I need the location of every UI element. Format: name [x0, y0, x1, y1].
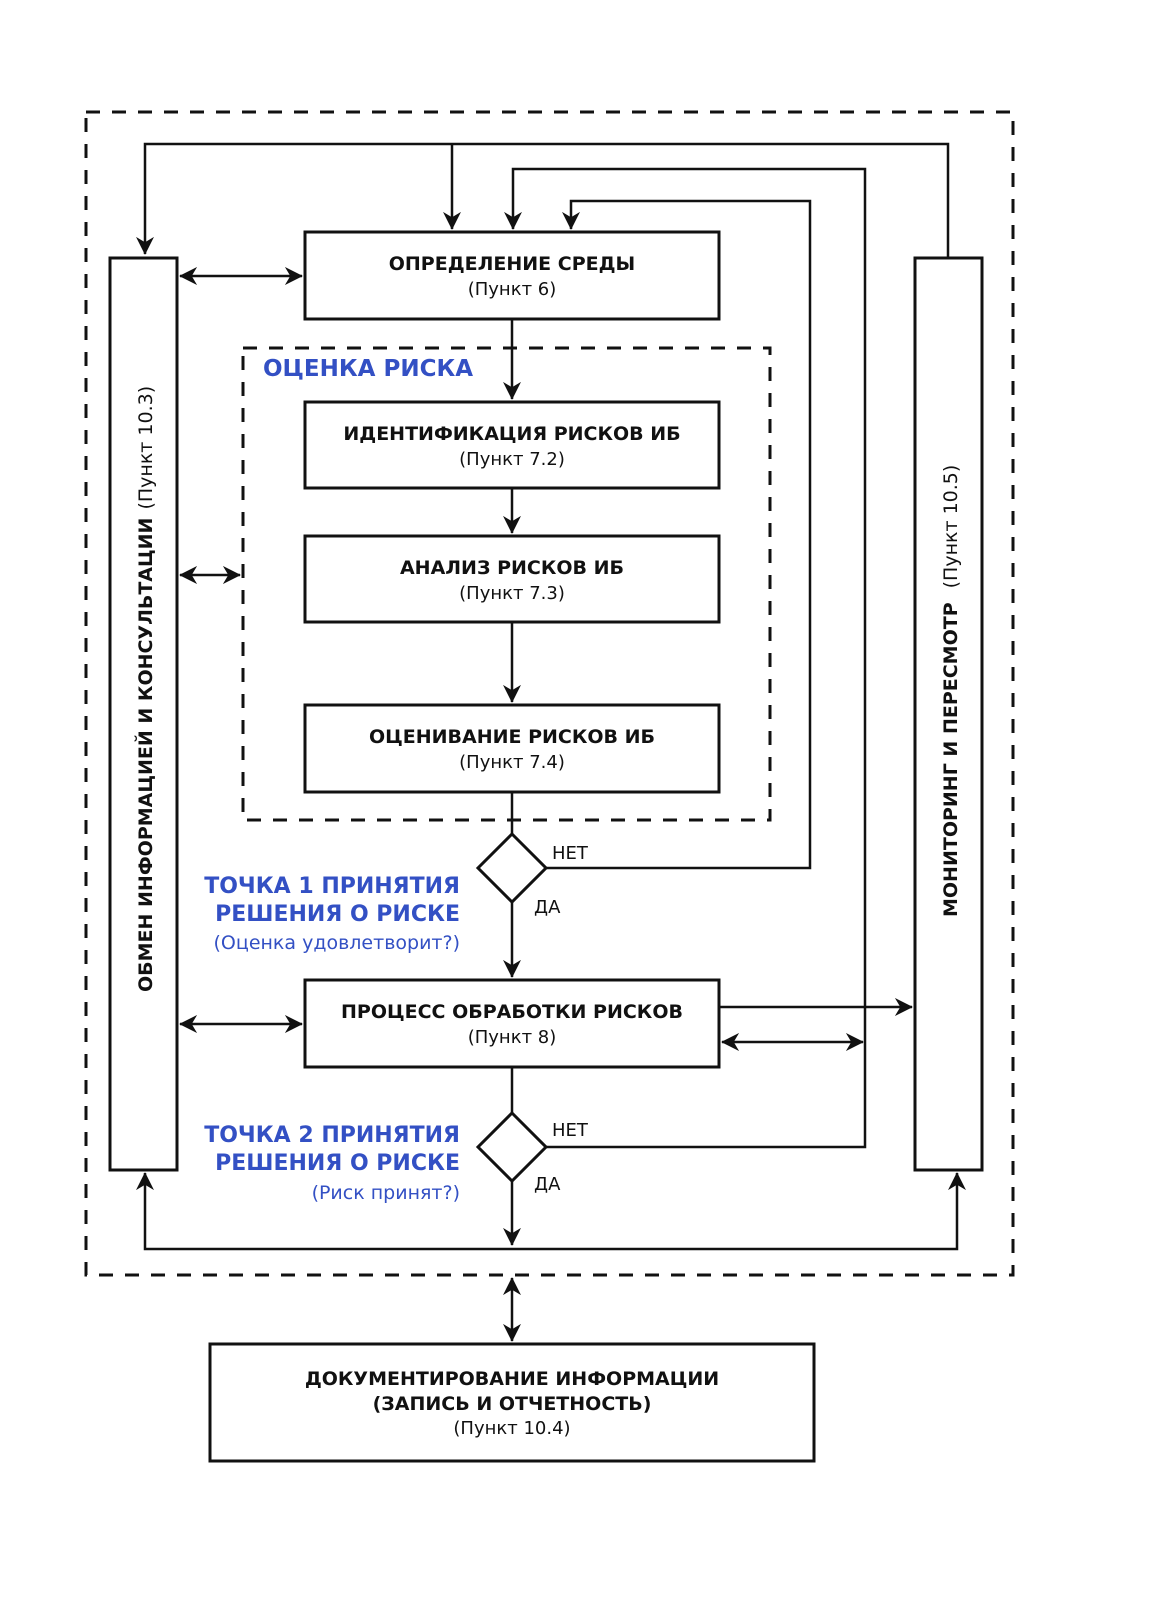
- documentation-ref: (Пункт 10.4): [453, 1418, 570, 1439]
- identification-ref: (Пункт 7.2): [459, 449, 565, 470]
- monitoring-review-column: [913, 256, 984, 1172]
- communication-ref: (Пункт 10.3): [135, 386, 157, 510]
- decision2-no-label: НЕТ: [552, 1120, 589, 1141]
- communication-consultation-column: [108, 256, 179, 1172]
- decision1-yes-label: ДА: [534, 897, 561, 918]
- documentation-title-line1: ДОКУМЕНТИРОВАНИЕ ИНФОРМАЦИИ: [305, 1368, 719, 1390]
- context-establishment-box: [303, 230, 721, 321]
- communication-title: ОБМЕН ИНФОРМАЦИЕЙ И КОНСУЛЬТАЦИИ: [134, 518, 157, 992]
- context-title: ОПРЕДЕЛЕНИЕ СРЕДЫ: [389, 253, 635, 275]
- decision2-title-line2: РЕШЕНИЯ О РИСКЕ: [215, 1151, 460, 1176]
- risk-assessment-frame: [241, 346, 772, 822]
- decision2-no-loop-connector: [504, 167, 867, 1149]
- monitoring-ref: (Пункт 10.5): [940, 465, 962, 589]
- monitoring-title: МОНИТОРИНГ И ПЕРЕСМОТР: [940, 602, 962, 917]
- decision1-diamond: [475, 831, 549, 905]
- context-ref: (Пункт 6): [468, 279, 557, 300]
- decision2-question: (Риск принят?): [312, 1182, 460, 1204]
- decision1-question: (Оценка удовлетворит?): [214, 932, 460, 954]
- bottom-to-monitoring-connector: [512, 1172, 966, 1251]
- risk-treatment-box: [303, 978, 721, 1069]
- documentation-title-line2: (ЗАПИСЬ И ОТЧЕТНОСТЬ): [373, 1393, 652, 1415]
- treatment-ref: (Пункт 8): [468, 1027, 557, 1048]
- decision1-title-line1: ТОЧКА 1 ПРИНЯТИЯ: [204, 874, 460, 899]
- documentation-box: [208, 1342, 816, 1463]
- decision2-diamond: [475, 1110, 549, 1184]
- decision1-title-line2: РЕШЕНИЯ О РИСКЕ: [215, 902, 460, 927]
- decision2-yes-label: ДА: [534, 1174, 561, 1195]
- analysis-title: АНАЛИЗ РИСКОВ ИБ: [400, 557, 624, 579]
- risk-evaluation-box: [303, 703, 721, 794]
- outer-process-frame: [84, 110, 1015, 1277]
- risk-analysis-box: [303, 534, 721, 624]
- decision2-title-line1: ТОЧКА 2 ПРИНЯТИЯ: [204, 1123, 460, 1148]
- decision1-no-loop-connector: [546, 199, 812, 870]
- risk-identification-box: [303, 400, 721, 490]
- analysis-ref: (Пункт 7.3): [459, 583, 565, 604]
- treatment-title: ПРОЦЕСС ОБРАБОТКИ РИСКОВ: [341, 1001, 683, 1023]
- communication-column-text: ОБМЕН ИНФОРМАЦИЕЙ И КОНСУЛЬТАЦИИ (Пункт 1…: [134, 386, 157, 992]
- bottom-to-communication-connector: [136, 1172, 512, 1251]
- monitoring-to-communication-connector: [136, 142, 950, 258]
- evaluation-ref: (Пункт 7.4): [459, 752, 565, 773]
- decision1-no-label: НЕТ: [552, 843, 589, 864]
- identification-title: ИДЕНТИФИКАЦИЯ РИСКОВ ИБ: [343, 423, 680, 445]
- evaluation-title: ОЦЕНИВАНИЕ РИСКОВ ИБ: [369, 726, 655, 748]
- risk-assessment-label: ОЦЕНКА РИСКА: [263, 356, 473, 382]
- monitoring-column-text: МОНИТОРИНГ И ПЕРЕСМОТР (Пункт 10.5): [940, 465, 962, 917]
